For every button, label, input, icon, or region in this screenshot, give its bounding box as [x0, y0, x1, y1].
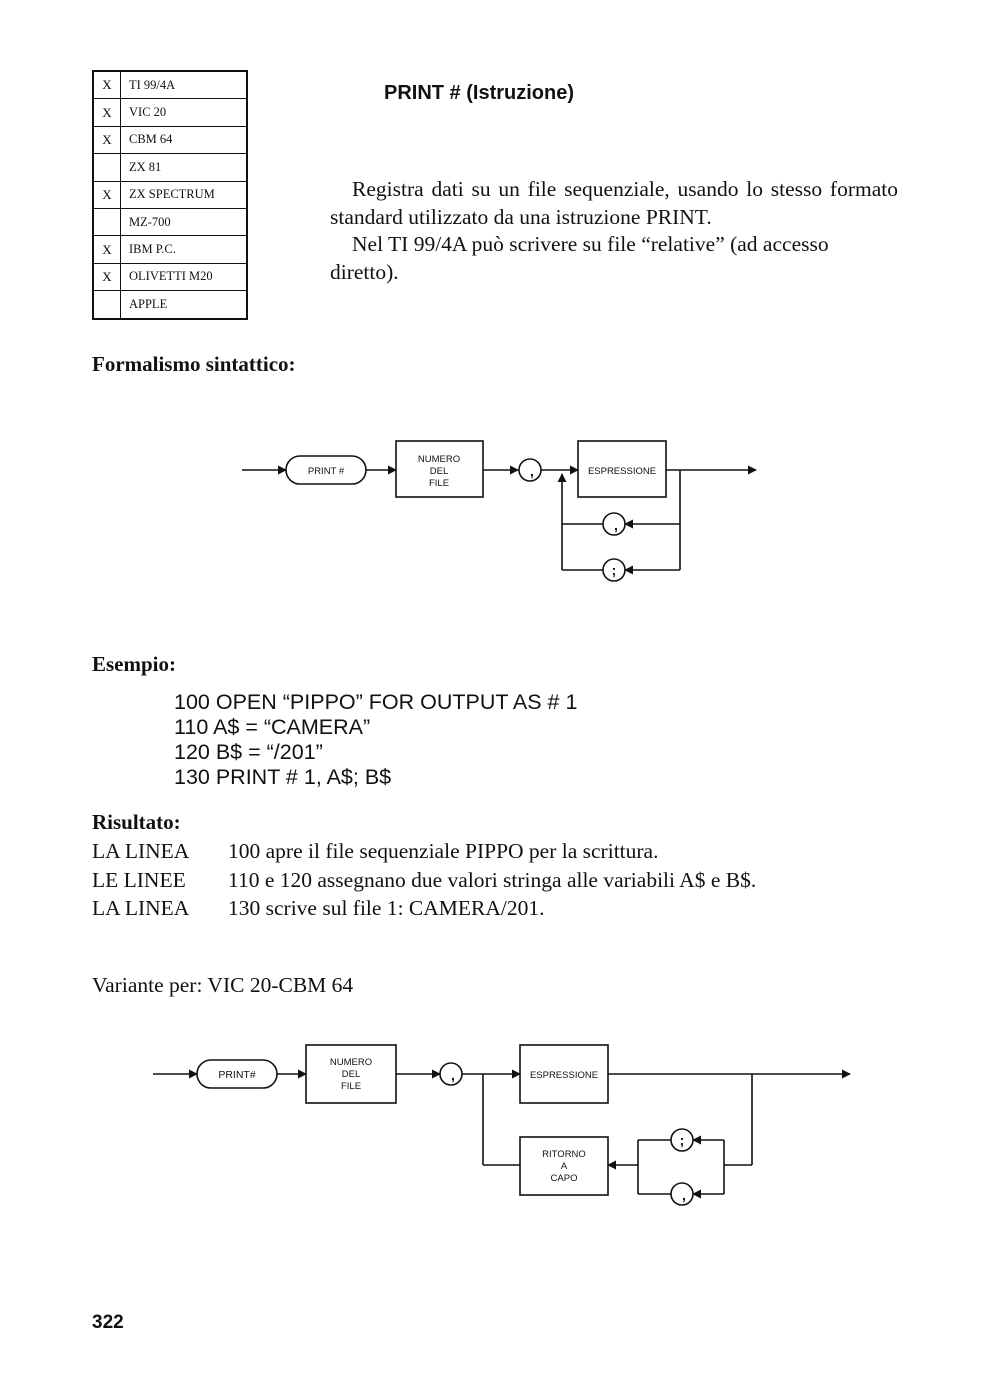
- variant-caption: Variante per: VIC 20-CBM 64: [92, 973, 354, 997]
- code-line: 120 B$ = “/201”: [174, 740, 323, 764]
- loop-semicolon-label: ;: [680, 1132, 685, 1148]
- return-label: A: [561, 1161, 568, 1172]
- result-heading: Risultato:: [92, 810, 181, 834]
- description-paragraph: Nel TI 99/4A può scrivere su file “relat…: [330, 232, 829, 284]
- compat-system: TI 99/4A: [120, 70, 248, 100]
- expression-box: [577, 440, 667, 498]
- compat-system: APPLE: [120, 290, 248, 320]
- result-label: LA LINEA: [92, 839, 190, 863]
- return-label: RITORNO: [542, 1149, 586, 1160]
- page-number: 322: [92, 1312, 124, 1333]
- result-row: LE LINEE 110 e 120 assegnano due valori …: [92, 866, 756, 895]
- comma-label: ,: [451, 1067, 455, 1083]
- result-row: LA LINEA 100 apre il file sequenziale PI…: [92, 837, 756, 866]
- result-label: LA LINEA: [92, 896, 190, 920]
- result-text: 100 apre il file sequenziale PIPPO per l…: [228, 839, 659, 863]
- loop-comma-label: ,: [614, 517, 618, 533]
- loop-semicolon-label: ;: [612, 562, 617, 578]
- file-number-label: DEL: [342, 1069, 360, 1080]
- formalism-heading: Formalismo sintattico:: [92, 352, 296, 376]
- file-number-label: NUMERO: [418, 454, 460, 465]
- return-label: CAPO: [551, 1173, 578, 1184]
- keyword-label: PRINT#: [218, 1069, 256, 1081]
- file-number-box: [395, 440, 484, 498]
- compat-system: OLIVETTI M20: [120, 262, 248, 292]
- code-line: 130 PRINT # 1, A$; B$: [174, 765, 392, 789]
- file-number-label: FILE: [429, 478, 449, 489]
- result-text: 110 e 120 assegnano due valori stringa a…: [228, 867, 757, 892]
- compat-mark: X: [92, 125, 121, 155]
- compat-mark: X: [92, 180, 121, 209]
- loop-comma-label: ,: [682, 1187, 686, 1203]
- example-heading: Esempio:: [92, 652, 176, 676]
- result-row: LA LINEA 130 scrive sul file 1: CAMERA/2…: [92, 894, 756, 923]
- compat-mark: [92, 153, 121, 182]
- compat-system: ZX SPECTRUM: [120, 180, 248, 209]
- compat-row: APPLE: [92, 290, 248, 320]
- compat-system: CBM 64: [120, 125, 248, 155]
- compat-row: ZX 81: [92, 153, 248, 182]
- result-text: 130 scrive sul file 1: CAMERA/201.: [228, 896, 545, 920]
- result-label: LE LINEE: [92, 867, 186, 892]
- code-line: 100 OPEN “PIPPO” FOR OUTPUT AS # 1: [174, 690, 578, 714]
- description-paragraph: Registra dati su un file sequenziale, us…: [330, 177, 898, 229]
- file-number-label: DEL: [430, 466, 448, 477]
- expression-label: ESPRESSIONE: [588, 466, 656, 477]
- compat-mark: [92, 207, 121, 237]
- result-list: LA LINEA 100 apre il file sequenziale PI…: [92, 837, 756, 923]
- file-number-label: FILE: [341, 1081, 361, 1092]
- code-line: 110 A$ = “CAMERA”: [174, 715, 371, 739]
- compat-system: VIC 20: [120, 98, 248, 127]
- compat-system: ZX 81: [120, 153, 248, 182]
- keyword-label: PRINT #: [308, 466, 345, 477]
- file-number-label: NUMERO: [330, 1057, 372, 1068]
- code-listing: 100 OPEN “PIPPO” FOR OUTPUT AS # 1 110 A…: [174, 690, 577, 790]
- expression-label: ESPRESSIONE: [530, 1070, 598, 1081]
- comma-label: ,: [530, 463, 534, 479]
- compat-mark: X: [92, 262, 121, 292]
- page-title: PRINT # (Istruzione): [384, 82, 575, 104]
